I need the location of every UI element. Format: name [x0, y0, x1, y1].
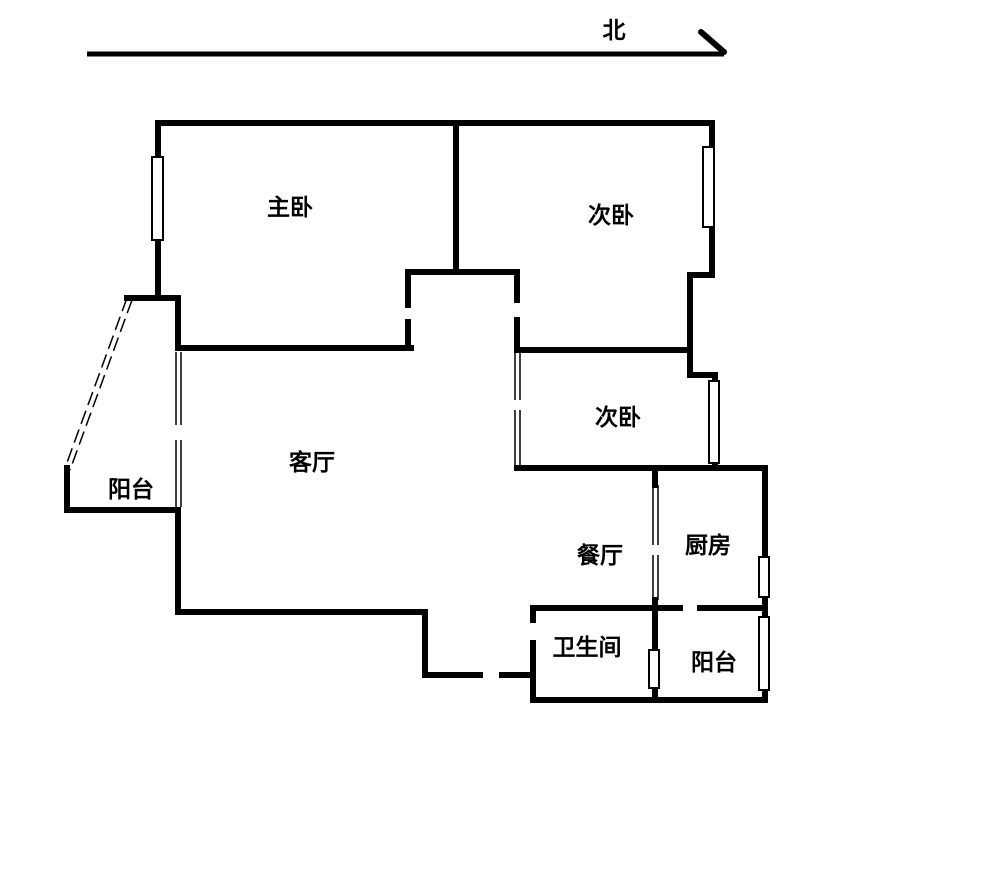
glazing: [64, 146, 770, 691]
north-label: 北: [602, 18, 626, 44]
room-label-master-bedroom: 主卧: [267, 195, 313, 221]
north-arrow-icon: [87, 29, 727, 57]
room-label-dining-room: 餐厅: [577, 543, 623, 569]
room-label-west-balcony: 阳台: [108, 477, 154, 503]
room-label-second-bedroom: 次卧: [588, 203, 634, 229]
room-label-east-balcony: 阳台: [691, 650, 737, 676]
room-label-kitchen: 厨房: [685, 533, 731, 559]
walls: [64, 120, 768, 703]
room-label-bathroom: 卫生间: [552, 635, 622, 661]
room-label-third-bedroom: 次卧: [595, 405, 641, 431]
room-label-living-room: 客厅: [289, 450, 335, 476]
